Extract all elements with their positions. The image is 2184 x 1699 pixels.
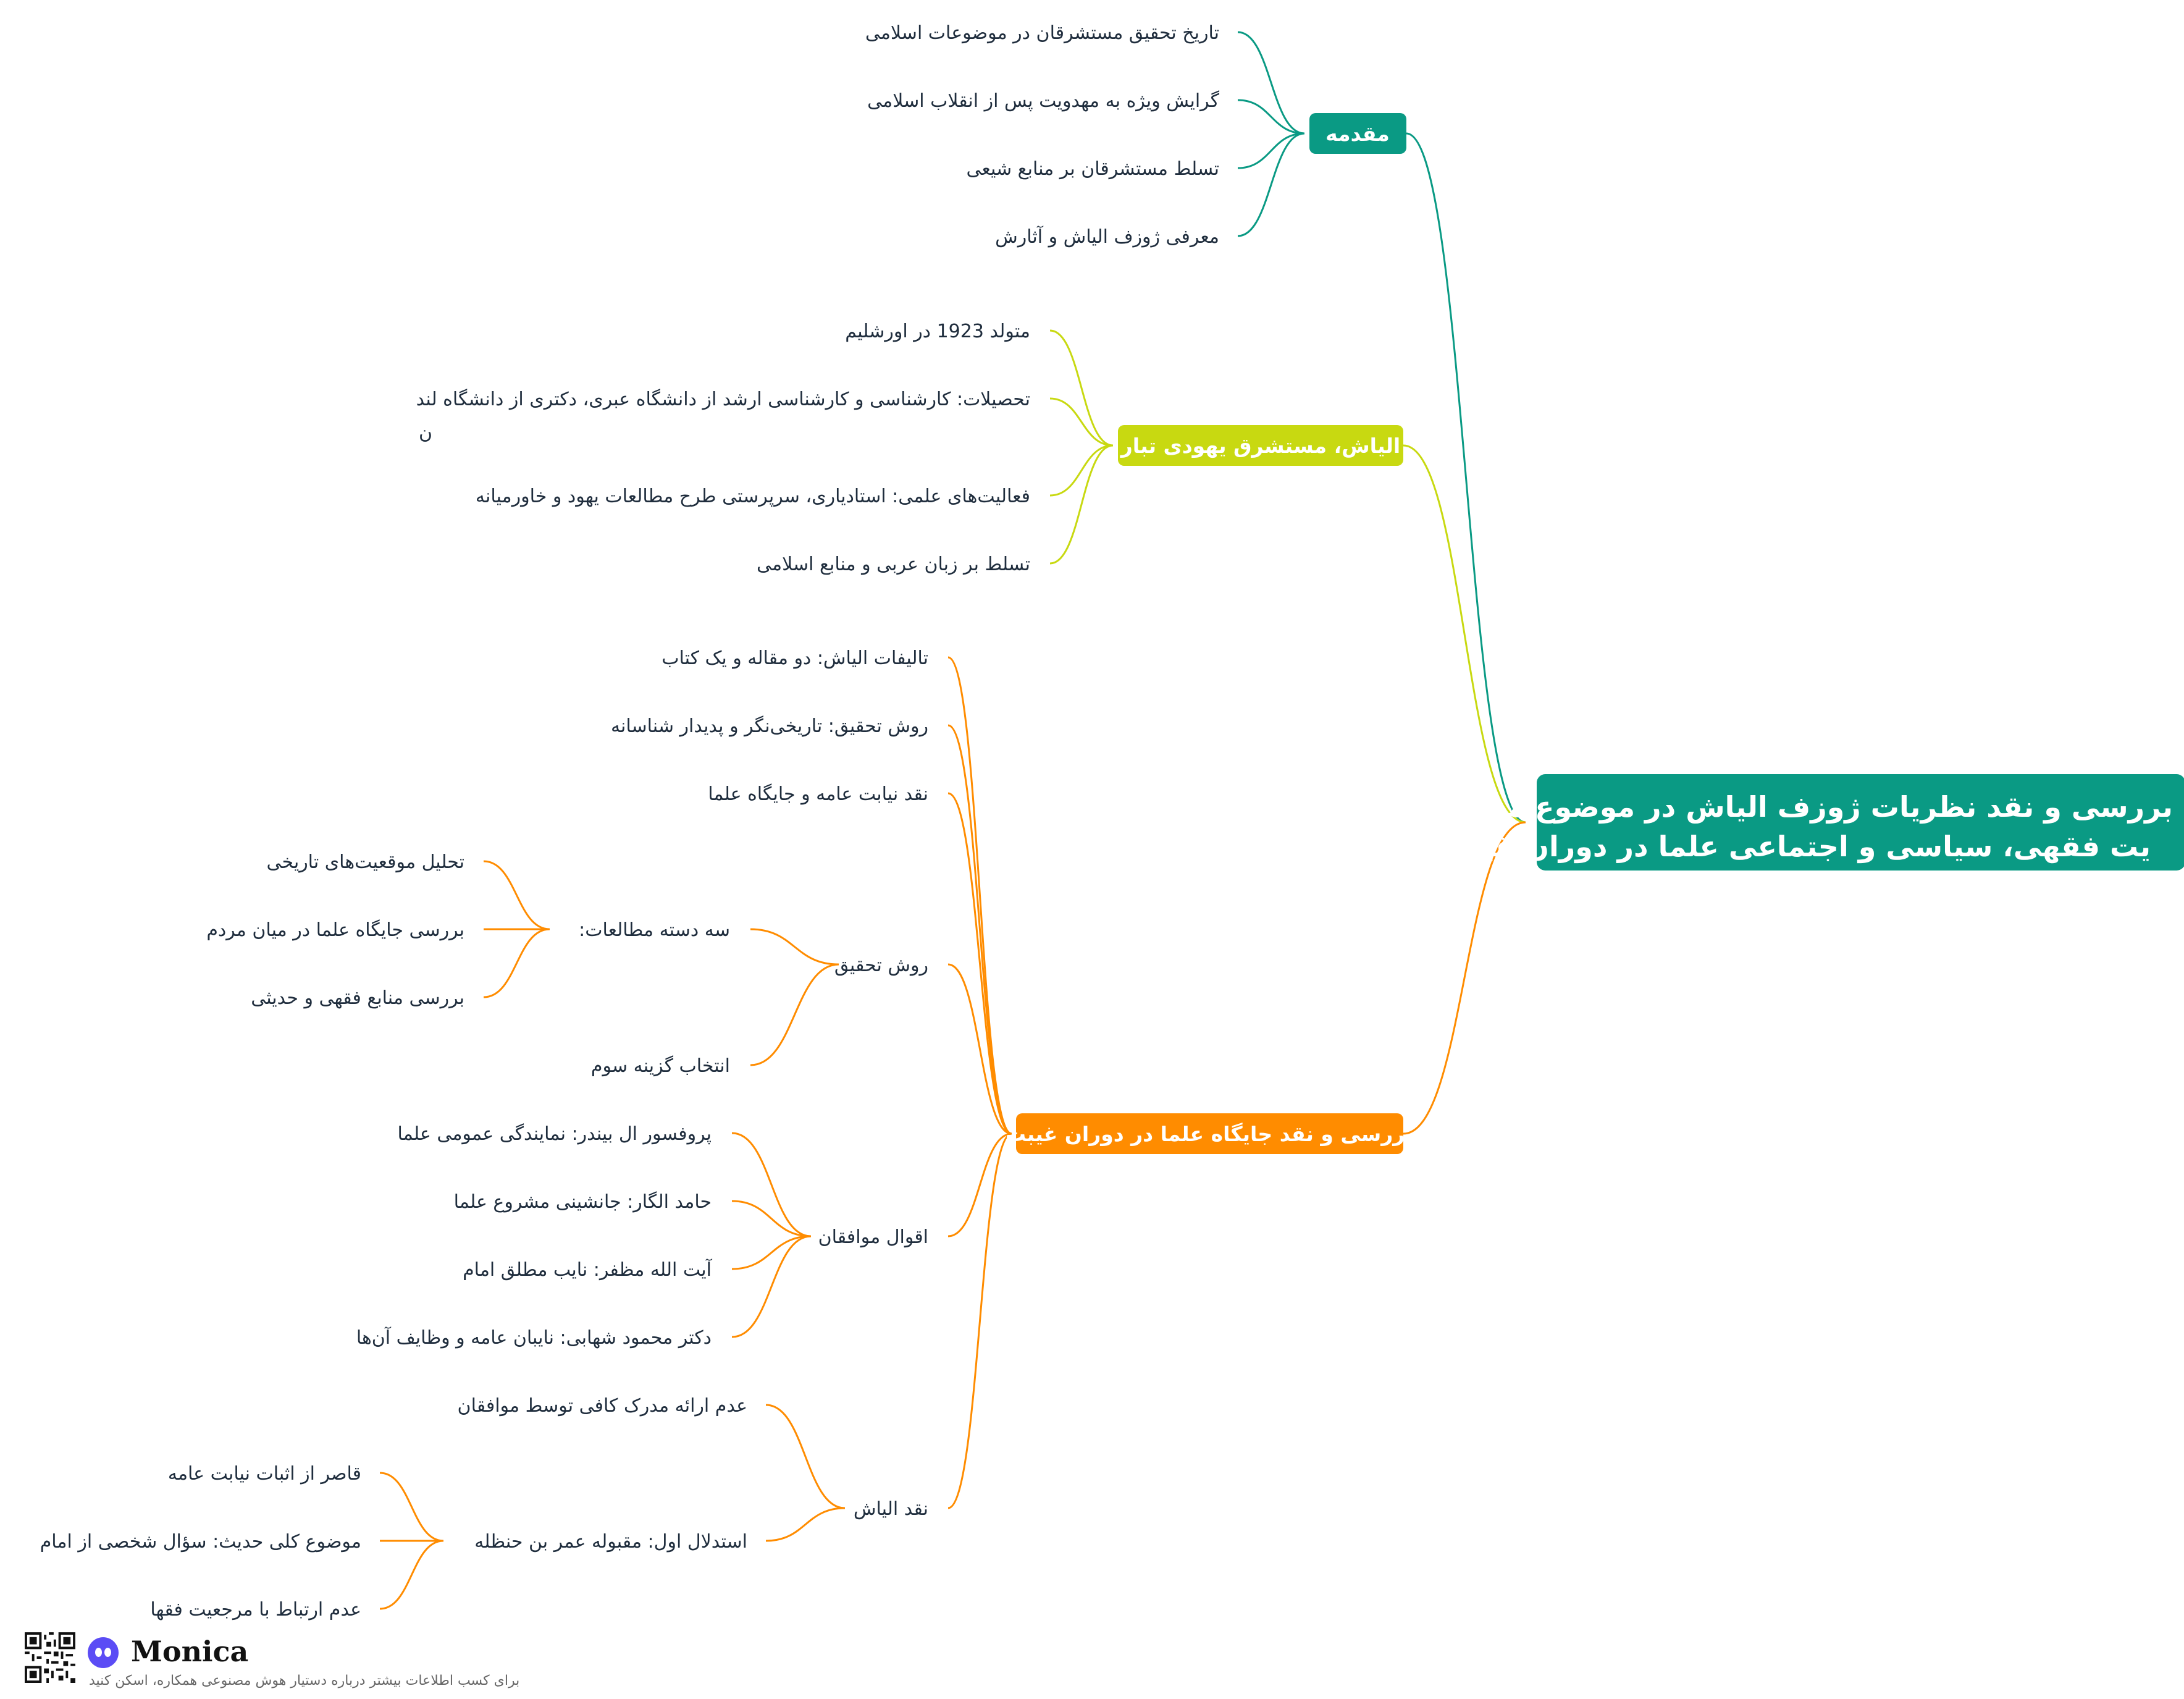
node-supporters[interactable]: اقوال موافقان — [818, 1226, 928, 1248]
edge-intro-child-2 — [1237, 132, 1305, 169]
edge-critique-child-2 — [947, 792, 1012, 1135]
edge-supporters-child-1 — [731, 1200, 812, 1237]
edge-root-intro — [1406, 132, 1526, 824]
root-title-line-2: یت فقهی، سیاسی و اجتماعی علما در دوران غ… — [1442, 830, 2151, 863]
node-intro-mahdism-focus[interactable]: گرایش ویژه به مهدویت پس از انقلاب اسلامی — [867, 90, 1220, 112]
node-method-people-status[interactable]: بررسی جایگاه علما در میان مردم — [206, 919, 464, 941]
branch-eliash-box — [1118, 425, 1403, 466]
branch-node-intro[interactable]: مقدمه — [1309, 113, 1406, 154]
edge-critique-argument — [765, 1507, 846, 1542]
edge-method-third — [750, 963, 839, 1066]
edge-intro-child-1 — [1237, 99, 1305, 135]
node-eliash-education[interactable]: تحصیلات: کارشناسی و کارشناسی ارشد از دان… — [416, 389, 1030, 410]
node-eliash-critique[interactable]: نقد الیاش — [854, 1498, 928, 1520]
connector-lines — [379, 31, 1526, 1610]
monica-scan-caption: برای کسب اطلاعات بیشتر درباره دستیار هوش… — [89, 1673, 520, 1688]
node-critique-method-summary[interactable]: روش تحقیق: تاریخی‌نگر و پدیدار شناسانه — [611, 715, 928, 737]
edge-critique-child-5 — [947, 1132, 1012, 1509]
root-node[interactable]: بررسی و نقد نظریات ژوزف الیاش در موضوع م… — [1442, 774, 2184, 871]
node-method-third-option[interactable]: انتخاب گزینه سوم — [591, 1055, 730, 1077]
branch-node-critique[interactable]: بررسی و نقد جایگاه علما در دوران غیبت — [1006, 1113, 1413, 1154]
node-argument-personal-question[interactable]: موضوع کلی حدیث: سؤال شخصی از امام — [40, 1531, 361, 1553]
node-method[interactable]: روش تحقیق — [834, 955, 928, 976]
edge-supporters-child-2 — [731, 1235, 812, 1270]
edge-eliash-child-0 — [1049, 329, 1114, 447]
edge-intro-child-0 — [1237, 31, 1305, 135]
edge-argument-child-0 — [379, 1472, 444, 1542]
edge-eliash-child-1 — [1049, 397, 1114, 447]
root-node-box — [1537, 774, 2184, 871]
node-critique-insufficient-evidence[interactable]: عدم ارائه مدرک کافی توسط موافقان — [458, 1395, 747, 1417]
qr-code-icon[interactable] — [25, 1632, 75, 1683]
node-method-fiqh-sources[interactable]: بررسی منابع فقهی و حدیثی — [251, 987, 464, 1009]
edge-intro-child-3 — [1237, 132, 1305, 237]
edge-root-eliash — [1403, 444, 1526, 824]
edge-critique-child-4 — [947, 1132, 1012, 1237]
node-argument-no-link[interactable]: عدم ارتباط با مرجعیت فقها — [150, 1599, 361, 1621]
node-eliash-academic-activity[interactable]: فعالیت‌های علمی: استادیاری، سرپرستی طرح … — [476, 486, 1030, 507]
monica-footer: Monica برای کسب اطلاعات بیشتر درباره دست… — [25, 1631, 581, 1693]
node-critique-works[interactable]: تالیفات الیاش: دو مقاله و یک کتاب — [662, 647, 928, 669]
edge-eliash-child-3 — [1049, 444, 1114, 565]
node-supporters-shahabi[interactable]: دکتر محمود شهابی: نایبان عامه و وظایف آن… — [356, 1326, 712, 1349]
node-intro-eliash-intro[interactable]: معرفی ژوزف الیاش و آثارش — [995, 226, 1219, 248]
node-eliash-arabic-mastery[interactable]: تسلط بر زبان عربی و منابع اسلامی — [757, 554, 1030, 575]
node-supporters-binder[interactable]: پروفسور ال بیندر: نمایندگی عمومی علما — [398, 1123, 712, 1145]
node-eliash-education-cont: ن — [419, 422, 432, 444]
edge-supporters-child-3 — [731, 1235, 812, 1338]
edge-critique-evidence — [765, 1404, 846, 1509]
monica-logo-icon — [88, 1637, 119, 1668]
node-intro-shia-sources[interactable]: تسلط مستشرقان بر منابع شیعی — [966, 158, 1219, 180]
edge-categories-child-2 — [483, 928, 550, 998]
branch-node-eliash[interactable]: الیاش، مستشرق یهودی تبار — [1118, 425, 1403, 466]
edge-method-categories — [750, 928, 839, 966]
node-method-historical[interactable]: تحلیل موقعیت‌های تاریخی — [266, 851, 464, 873]
branch-intro-box — [1309, 113, 1406, 154]
node-supporters-algar[interactable]: حامد الگار: جانشینی مشروع علما — [454, 1191, 712, 1213]
edge-argument-child-2 — [379, 1540, 444, 1610]
node-supporters-mozaffar[interactable]: آیت الله مظفر: نایب مطلق امام — [463, 1258, 713, 1281]
node-eliash-birth[interactable]: متولد 1923 در اورشلیم — [845, 321, 1030, 342]
edge-root-critique — [1403, 821, 1526, 1135]
edge-critique-child-1 — [947, 724, 1012, 1135]
branch-eliash-label: الیاش، مستشرق یهودی تبار — [1120, 434, 1401, 458]
edge-critique-child-3 — [947, 963, 1012, 1135]
root-title-line-1: بررسی و نقد نظریات ژوزف الیاش در موضوع م… — [1450, 790, 2173, 824]
node-argument-insufficient[interactable]: قاصر از اثبات نیابت عامه — [168, 1463, 361, 1485]
node-intro-research-history[interactable]: تاریخ تحقیق مستشرقان در موضوعات اسلامی — [865, 22, 1219, 44]
edge-supporters-child-0 — [731, 1132, 812, 1237]
node-method-three-categories[interactable]: سه دسته مطالعات: — [579, 919, 730, 941]
node-critique-first-argument[interactable]: استدلال اول: مقبوله عمر بن حنظله — [474, 1531, 747, 1553]
edge-critique-child-0 — [947, 656, 1012, 1135]
edge-categories-child-0 — [483, 860, 550, 930]
branch-critique-label: بررسی و نقد جایگاه علما در دوران غیبت — [1006, 1122, 1413, 1147]
edge-eliash-child-2 — [1049, 444, 1114, 497]
monica-brand-name: Monica — [131, 1635, 249, 1668]
branch-intro-label: مقدمه — [1325, 122, 1390, 146]
branch-critique-box — [1016, 1113, 1403, 1154]
node-critique-general-deputyship[interactable]: نقد نیابت عامه و جایگاه علما — [708, 783, 928, 805]
